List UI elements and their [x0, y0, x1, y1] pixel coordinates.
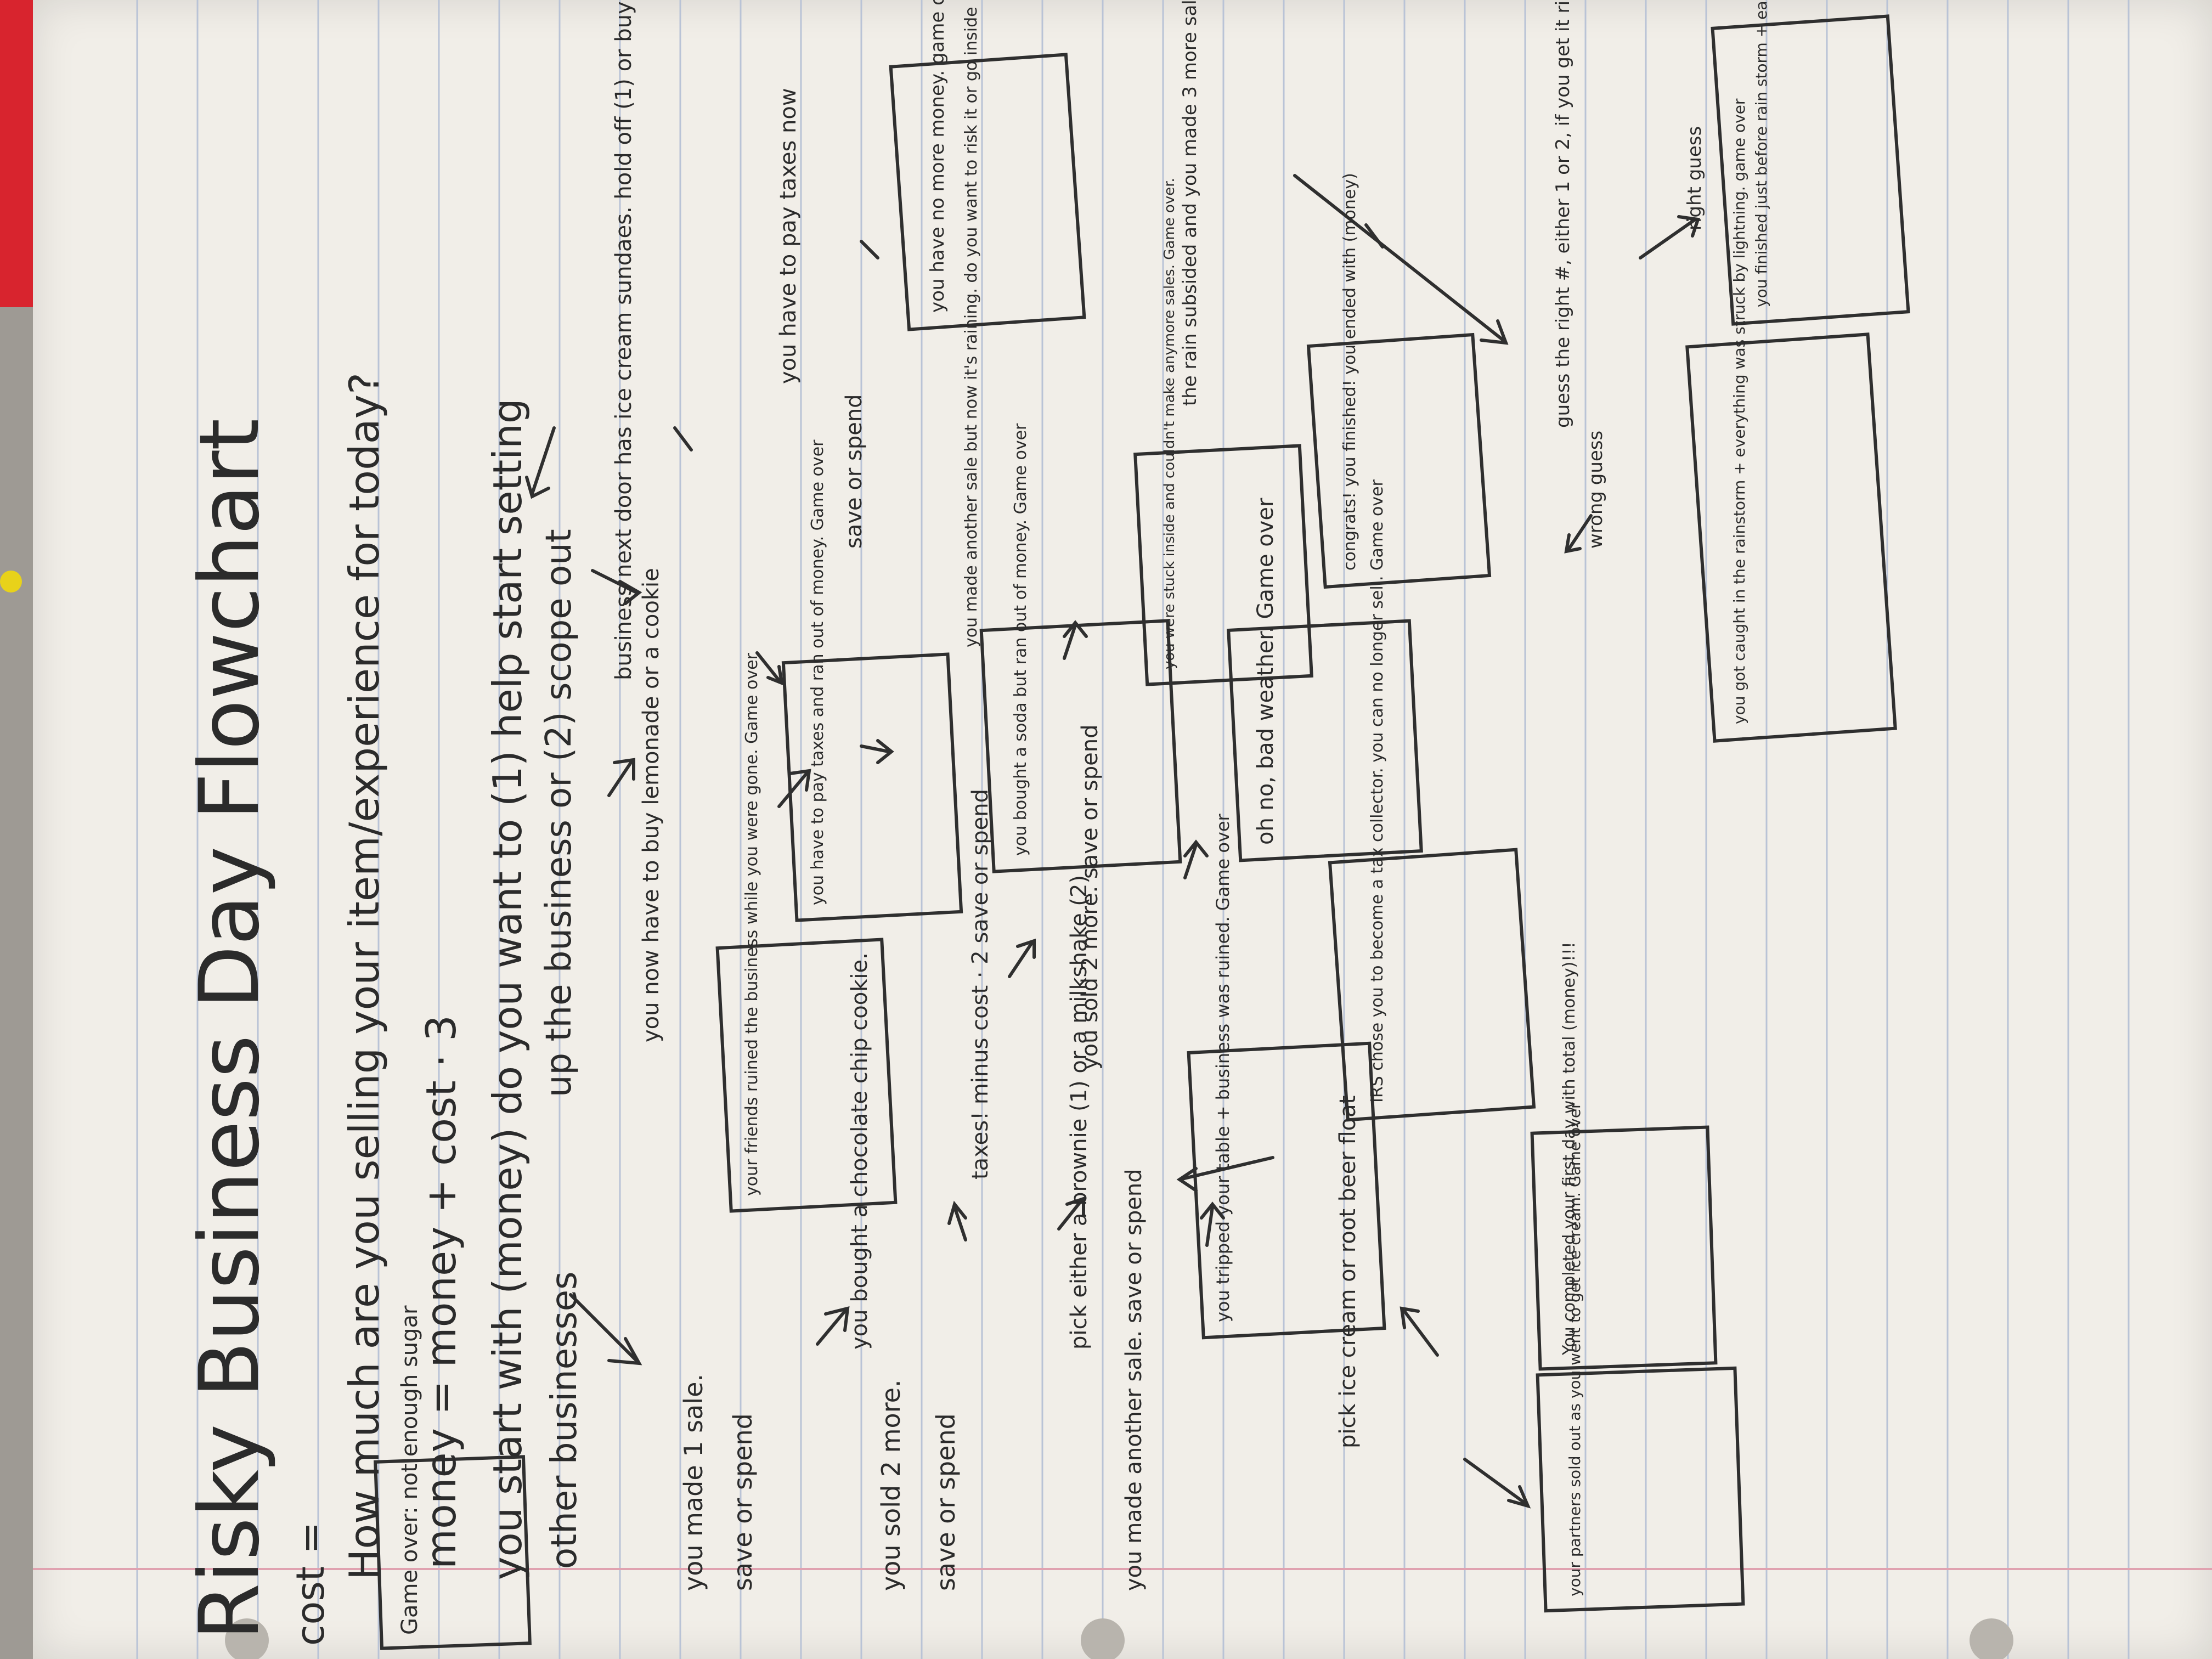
node-wrong-guess: wrong guess	[1585, 431, 1607, 549]
flow-arrows	[525, 174, 1700, 1509]
question-start-3: other businesses	[544, 1272, 585, 1570]
node-sold-2-more-b: you sold 2 more. save or spend	[1077, 724, 1103, 1070]
box-no-money	[889, 53, 1086, 331]
box-friends-ruined	[715, 938, 898, 1213]
node-pay-taxes-ran-out: you have to pay taxes and ran out of mon…	[808, 439, 827, 905]
node-game-over-sugar: Game over: not enough sugar	[397, 1305, 422, 1635]
node-raining: you made another sale but now it's raini…	[962, 7, 981, 647]
node-tripped: you tripped your table + business was ru…	[1212, 813, 1233, 1322]
node-taxes: taxes! minus cost · 2 save or spend	[968, 789, 993, 1180]
box-lightning	[1685, 332, 1897, 743]
money-formula: money = money + cost · 3	[417, 1015, 465, 1569]
box-tripped	[1187, 1041, 1386, 1340]
node-rain-subsided: the rain subsided and you made 3 more sa…	[1179, 0, 1201, 406]
node-irs-tax-collector: IRS chose you to become a tax collector.…	[1368, 479, 1387, 1103]
yellow-sticker	[0, 571, 22, 592]
node-stuck-inside: you were stuck inside and couldn't make …	[1161, 178, 1178, 669]
node-made-1-sale: you made 1 sale.	[679, 1374, 708, 1591]
node-bought-cookie: you bought a chocolate chip cookie.	[847, 952, 872, 1350]
flow-boxes	[374, 14, 1910, 1650]
node-finished-before-storm: you finished just before rain storm + ea…	[1752, 0, 1770, 307]
node-bought-soda: you bought a soda but ran out of money. …	[1011, 423, 1030, 856]
box-bad-weather	[1227, 619, 1423, 862]
ruled-lines	[136, 0, 2130, 1659]
node-friends-ruined: your friends ruined the business while y…	[742, 652, 761, 1196]
box-completed	[1530, 1125, 1718, 1371]
box-partners	[1536, 1366, 1745, 1613]
node-save-or-spend-c: save or spend	[842, 394, 867, 549]
box-finished-before	[1711, 14, 1910, 326]
box-stuck-inside	[1133, 444, 1313, 686]
node-guess-number: guess the right #, either 1 or 2, if you…	[1552, 0, 1574, 428]
node-right-guess: right guess	[1684, 126, 1706, 230]
node-struck-by-lightning: you got caught in the rainstorm + everyt…	[1730, 98, 1748, 724]
lined-notebook-paper	[33, 0, 2212, 1659]
node-pay-taxes-now: you have to pay taxes now	[776, 88, 801, 384]
box-irs	[1328, 848, 1536, 1122]
node-save-or-spend-b: save or spend	[931, 1413, 961, 1591]
node-congrats: congrats! you finished! you ended with (…	[1340, 173, 1359, 571]
cost-label: cost =	[288, 1522, 333, 1646]
node-sold-2-more: you sold 2 more.	[876, 1379, 906, 1591]
node-no-more-money: you have no more money. game over	[927, 0, 949, 313]
page-title: Risky Business Day Flowchart	[182, 419, 278, 1640]
node-business-next-door: business next door has ice cream sundaes…	[611, 0, 636, 680]
node-partners-sold-out: your partners sold out as you went to ge…	[1566, 1102, 1584, 1596]
question-start: you start with (money) do you want to (1…	[484, 398, 531, 1580]
node-completed-day: You completed your first day with total …	[1560, 942, 1579, 1356]
node-bad-weather: oh no, bad weather. Game over	[1253, 498, 1278, 845]
box-game-over-sugar	[374, 1455, 532, 1650]
question-price: How much are you selling your item/exper…	[340, 373, 388, 1580]
node-save-or-spend: save or spend	[728, 1413, 758, 1591]
node-made-another-sale: you made another sale. save or spend	[1121, 1169, 1147, 1591]
node-buy-lemonade-or-cookie: you now have to buy lemonade or a cookie	[639, 568, 664, 1042]
box-congrats	[1306, 332, 1492, 589]
node-pick-icecream: pick ice cream or root beer float	[1335, 1096, 1361, 1448]
question-start-2: up the business or (2) scope out	[539, 529, 579, 1097]
node-pick-brownie: pick either a brownie (1) or a milkshake…	[1066, 875, 1092, 1350]
binder-holes	[225, 1618, 2013, 1659]
